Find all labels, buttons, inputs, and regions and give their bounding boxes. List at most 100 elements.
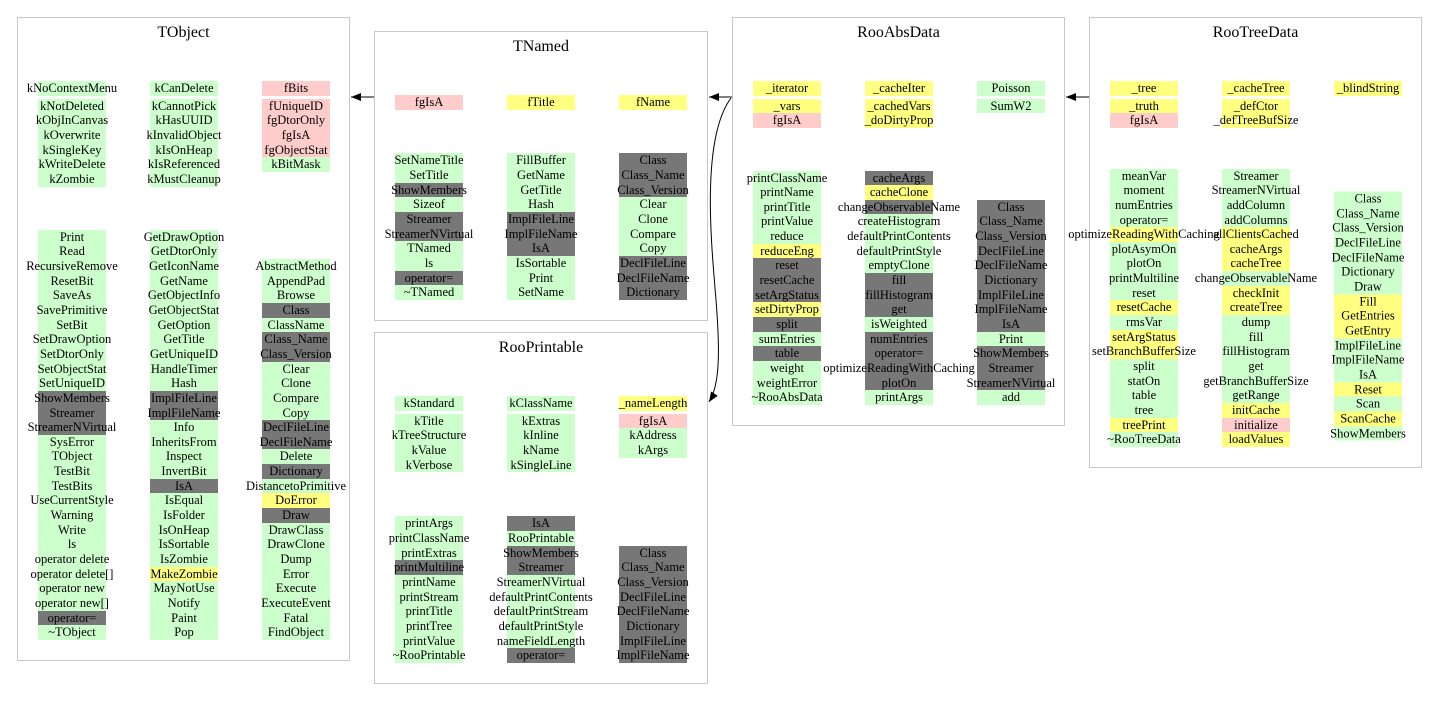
method: Clear — [262, 361, 330, 377]
member-label: kWriteDelete — [38, 157, 106, 172]
member-label: split — [1133, 359, 1155, 374]
method: IsFolder — [150, 508, 218, 523]
member-label: ~RooTreeData — [1107, 432, 1181, 447]
method: printArgs — [395, 516, 463, 532]
member-label: _nameLength — [618, 396, 688, 410]
member-label: ShowMembers — [34, 390, 110, 405]
member-label: DeclFileLine — [620, 589, 686, 604]
member-label: Class_Version — [617, 182, 689, 197]
member-label: DoError — [275, 493, 317, 508]
member-label: DeclFileLine — [1335, 235, 1401, 250]
member-label: ShowMembers — [391, 182, 467, 197]
method: defaultPrintStream — [494, 604, 588, 620]
member-label: SaveAs — [52, 288, 92, 303]
method: GetIconName — [149, 258, 219, 274]
method: ImplFileLine — [1334, 337, 1402, 353]
member-label: printValue — [402, 633, 456, 648]
member-label: IsA — [531, 516, 551, 531]
member-label: resetCache — [1116, 300, 1172, 315]
method: Class — [619, 153, 687, 169]
member-label: SumW2 — [990, 98, 1032, 113]
method: ImplFileName — [1332, 352, 1404, 368]
member-label: Class_Version — [975, 229, 1047, 244]
member-label: Class_Version — [617, 575, 689, 590]
member-label: kInline — [523, 428, 559, 443]
member-label: printMultiline — [393, 560, 465, 575]
method: Write — [38, 522, 106, 538]
member-label: Clear — [639, 197, 667, 212]
member-label: Draw — [282, 508, 310, 523]
method: operator= — [507, 648, 575, 663]
member-label: kNotDeleted — [40, 98, 104, 113]
data-member: fBits — [262, 81, 330, 96]
method: fillHistogram — [1222, 344, 1290, 360]
data-member: kNotDeleted — [38, 98, 106, 114]
data-member: _tree — [1110, 81, 1178, 96]
member-label: printTitle — [405, 604, 453, 619]
member-label: Print — [528, 270, 554, 285]
member-label: Compare — [630, 226, 676, 241]
member-label: Streamer — [1233, 168, 1279, 183]
method: table — [753, 346, 821, 362]
method: ImplFileLine — [619, 633, 687, 649]
method: ShowMembers — [1330, 425, 1406, 441]
member-label: defaultPrintContents — [489, 589, 593, 604]
data-member: kExtras — [507, 413, 575, 429]
data-member: kInvalidObject — [147, 127, 222, 143]
method: ImplFileName — [148, 405, 220, 421]
member-label: Dictionary — [626, 285, 680, 300]
member-label: changeObservableName — [1194, 271, 1318, 286]
method: Streamer — [38, 405, 106, 421]
member-label: Clear — [282, 361, 310, 376]
data-member: _truth — [1110, 98, 1178, 114]
member-label: Dictionary — [269, 464, 323, 479]
member-label: Class_Name — [264, 332, 328, 347]
method: Read — [38, 244, 106, 259]
members-column: fgIsA — [395, 95, 463, 113]
member-label: _defCtor — [1233, 98, 1279, 113]
member-label: kAddress — [629, 428, 677, 443]
method: operator new[] — [35, 596, 109, 611]
member-label: printMultiline — [1108, 271, 1180, 286]
method: GetTitle — [150, 332, 218, 347]
member-label: TestBit — [54, 464, 90, 479]
method: ShowMembers — [973, 346, 1049, 362]
method: GetEntries — [1334, 308, 1402, 324]
member-label: plotOn — [1126, 256, 1162, 271]
member-label: IsA — [531, 241, 551, 256]
method: ImplFileLine — [507, 212, 575, 227]
member-label: Error — [282, 566, 310, 581]
member-label: Inspect — [165, 449, 203, 464]
member-label: IsZombie — [160, 552, 208, 567]
data-member: kIsOnHeap — [150, 142, 218, 158]
class-title: TObject — [157, 24, 210, 41]
member-label: printTitle — [763, 199, 811, 214]
method: printStream — [395, 589, 463, 605]
method: IsA — [150, 478, 218, 494]
member-label: fgIsA — [414, 95, 444, 109]
method: Class_Version — [975, 229, 1047, 244]
member-label: _iterator — [765, 81, 809, 95]
member-label: add — [1001, 390, 1021, 405]
method: ~TNamed — [395, 285, 463, 300]
member-label: fgObjectStat — [264, 142, 328, 157]
method: Class — [262, 302, 330, 318]
method: Inspect — [150, 449, 218, 465]
members-column: fTitle — [507, 95, 575, 113]
method: ~RooAbsData — [751, 390, 823, 405]
method: DeclFileLine — [619, 256, 687, 271]
member-label: Class — [639, 545, 667, 560]
member-label: plotOn — [881, 375, 917, 390]
method: setDirtyProp — [753, 302, 821, 318]
method: FindObject — [262, 625, 330, 640]
method: Dictionary — [977, 273, 1045, 288]
method: GetName — [507, 168, 575, 183]
method: Compare — [262, 390, 330, 406]
method: Print — [38, 229, 106, 245]
method: RooPrintable — [507, 531, 575, 546]
method: Streamer — [507, 560, 575, 576]
member-label: fill — [891, 273, 907, 288]
